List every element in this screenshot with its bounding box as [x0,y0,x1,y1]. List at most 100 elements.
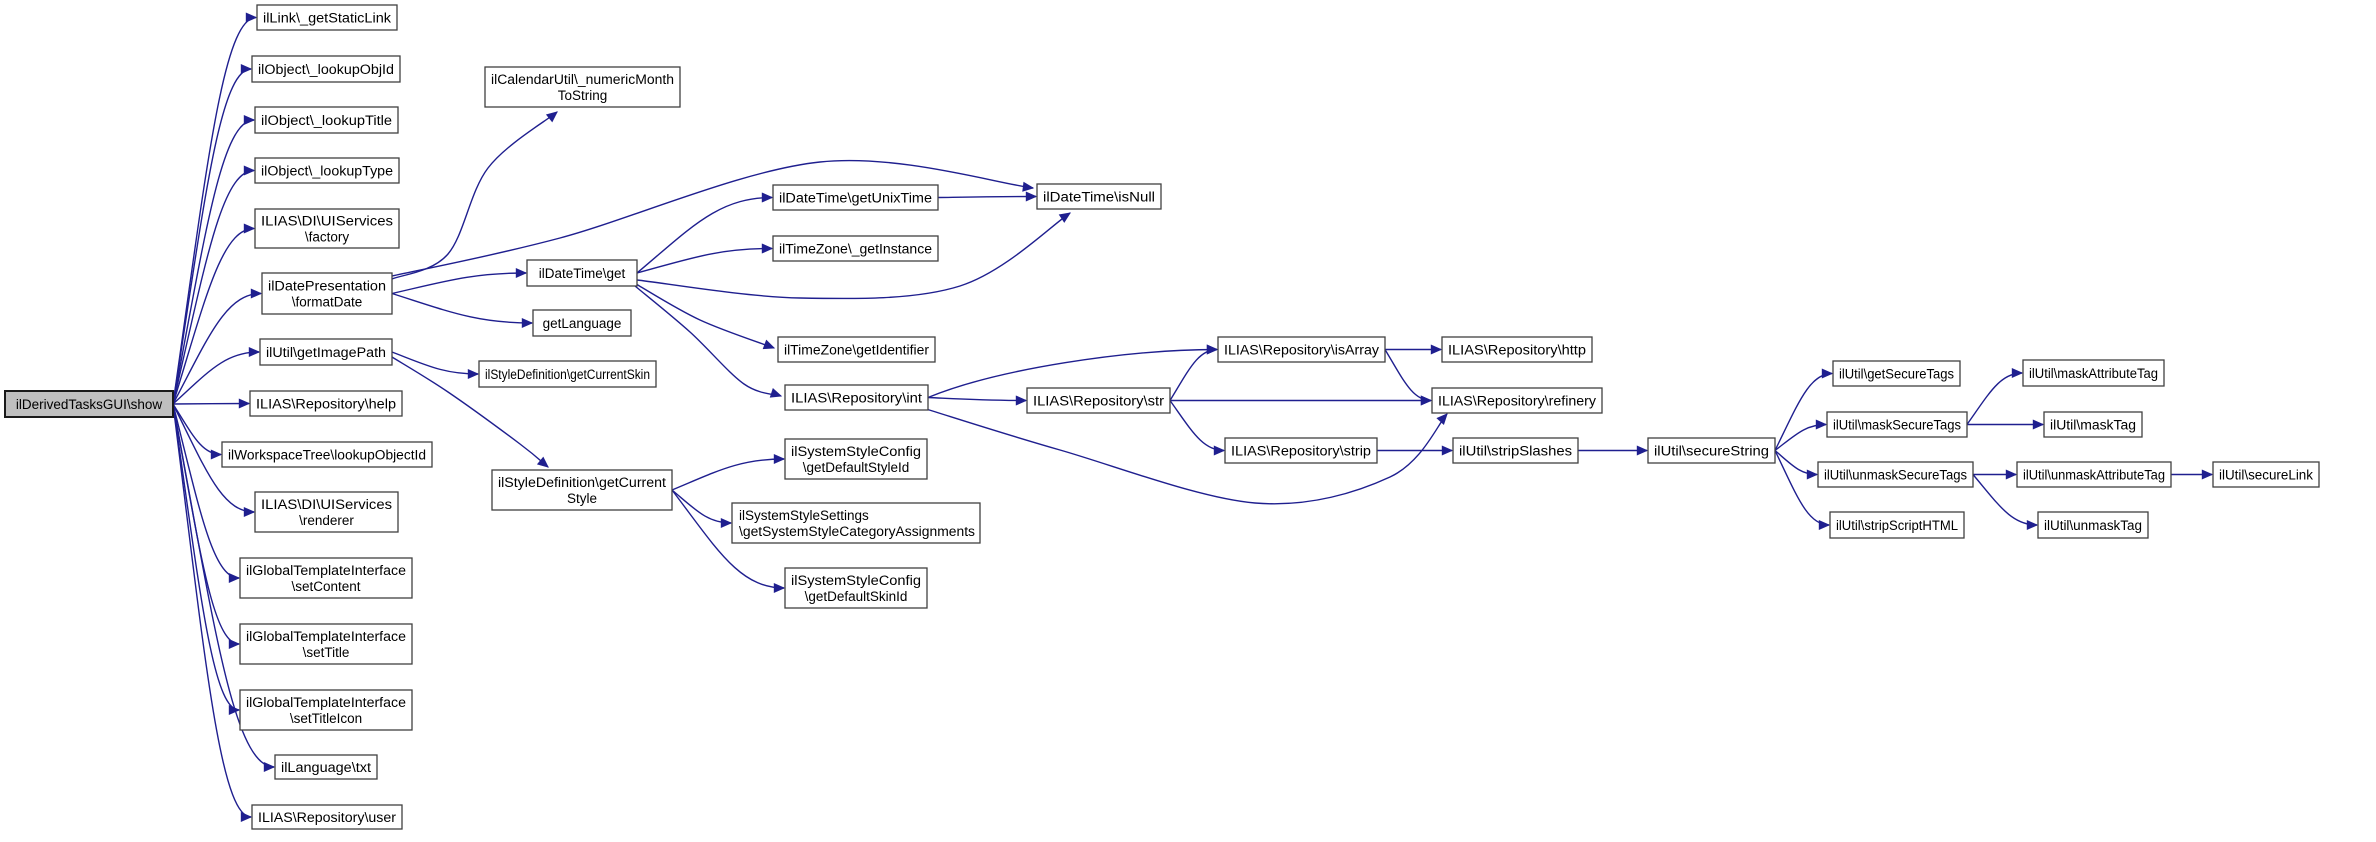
node-box[interactable] [254,208,400,249]
node-box[interactable] [274,754,378,780]
node-box[interactable] [239,689,413,731]
node-setTitleIcon[interactable]: ilGlobalTemplateInterface\setTitleIcon [239,689,413,731]
node-unmaskTag[interactable]: ilUtil\unmaskTag [2037,511,2149,539]
node-unmaskAttributeTag[interactable]: ilUtil\unmaskAttributeTag [2016,461,2172,488]
node-box[interactable] [2043,411,2143,438]
node-box[interactable] [251,55,401,83]
node-box[interactable] [731,502,981,544]
node-getDefaultStyleId[interactable]: ilSystemStyleConfig\getDefaultStyleId [784,438,928,480]
node-getUnixTime[interactable]: ilDateTime\getUnixTime [772,184,939,211]
node-box[interactable] [772,235,939,262]
node-box[interactable] [221,441,433,468]
node-box[interactable] [532,309,632,337]
node-formatDate[interactable]: ilDatePresentation\formatDate [261,272,393,315]
node-uiRenderer[interactable]: ILIAS\DI\UIServices\renderer [254,491,399,533]
node-lookupTitle[interactable]: ilObject\_lookupTitle [254,106,399,134]
node-box[interactable] [261,272,393,315]
node-lookupType[interactable]: ilObject\_lookupType [254,157,400,184]
node-box[interactable] [1452,437,1579,464]
node-box[interactable] [1217,336,1386,363]
node-dtGet[interactable]: ilDateTime\get [526,259,638,287]
node-box[interactable] [256,4,398,31]
node-box[interactable] [1431,387,1603,414]
node-box[interactable] [491,469,673,511]
node-box[interactable] [249,390,403,417]
node-sysStyleCatAssign[interactable]: ilSystemStyleSettings\getSystemStyleCate… [731,502,981,544]
node-box[interactable] [2016,461,2172,488]
node-lookupObjectId[interactable]: ilWorkspaceTree\lookupObjectId [221,441,433,468]
node-setContent[interactable]: ilGlobalTemplateInterface\setContent [239,557,413,599]
node-repoHelp[interactable]: ILIAS\Repository\help [249,390,403,417]
node-box[interactable] [1829,511,1965,539]
node-box[interactable] [1826,411,1968,438]
edge-dtGet-getUnixTime [636,192,774,274]
node-box[interactable] [254,491,399,533]
node-getCurrentSkin[interactable]: ilStyleDefinition\getCurrentSkin [478,360,657,388]
node-label: ilDatePresentation [268,278,386,293]
node-box[interactable] [1832,360,1961,387]
node-box[interactable] [251,804,403,830]
node-secureString[interactable]: ilUtil\secureString [1647,437,1776,464]
node-box[interactable] [1441,336,1593,363]
node-repoUser[interactable]: ILIAS\Repository\user [251,804,403,830]
node-box[interactable] [259,338,393,366]
node-refinery[interactable]: ILIAS\Repository\refinery [1431,387,1603,414]
node-box[interactable] [4,390,174,418]
node-unmaskSecureTags[interactable]: ilUtil\unmaskSecureTags [1817,461,1974,488]
node-box[interactable] [2022,359,2165,387]
node-label: ilObject\_lookupObjId [258,62,394,77]
node-http[interactable]: ILIAS\Repository\http [1441,336,1593,363]
node-label: ILIAS\Repository\strip [1231,443,1371,458]
node-getInstance[interactable]: ilTimeZone\_getInstance [772,235,939,262]
node-box[interactable] [2212,461,2320,488]
node-box[interactable] [239,623,413,665]
node-box[interactable] [254,106,399,134]
node-getStaticLink[interactable]: ilLink\_getStaticLink [256,4,398,31]
node-box[interactable] [1224,437,1378,464]
node-box[interactable] [478,360,657,388]
node-box[interactable] [784,438,928,480]
node-isNull[interactable]: ilDateTime\isNull [1036,183,1162,210]
node-maskTag[interactable]: ilUtil\maskTag [2043,411,2143,438]
node-getDefaultSkinId[interactable]: ilSystemStyleConfig\getDefaultSkinId [784,567,928,609]
node-box[interactable] [772,184,939,211]
node-uiFactory[interactable]: ILIAS\DI\UIServices\factory [254,208,400,249]
edge-unmaskSecureTags-unmaskTag [1972,474,2039,531]
node-box[interactable] [1647,437,1776,464]
node-box[interactable] [484,66,681,108]
node-repoStr[interactable]: ILIAS\Repository\str [1026,387,1171,414]
node-box[interactable] [1026,387,1171,414]
node-label: ILIAS\Repository\help [256,396,396,411]
edge-show-repoUser [172,403,253,822]
node-box[interactable] [1817,461,1974,488]
node-box[interactable] [784,384,929,411]
node-setTitle[interactable]: ilGlobalTemplateInterface\setTitle [239,623,413,665]
node-box[interactable] [777,336,936,363]
node-label: ilSystemStyleSettings [739,508,869,523]
node-stripSlashes[interactable]: ilUtil\stripSlashes [1452,437,1579,464]
node-txt[interactable]: ilLanguage\txt [274,754,378,780]
node-isArray[interactable]: ILIAS\Repository\isArray [1217,336,1386,363]
node-box[interactable] [526,259,638,287]
node-box[interactable] [239,557,413,599]
node-box[interactable] [1036,183,1162,210]
node-repoInt[interactable]: ILIAS\Repository\int [784,384,929,411]
node-maskAttributeTag[interactable]: ilUtil\maskAttributeTag [2022,359,2165,387]
node-box[interactable] [784,567,928,609]
node-show[interactable]: ilDerivedTasksGUI\show [4,390,174,418]
node-label: ilSystemStyleConfig [791,573,921,588]
node-label: ilUtil\unmaskSecureTags [1824,467,1967,482]
node-getIdentifier[interactable]: ilTimeZone\getIdentifier [777,336,936,363]
node-secureLink[interactable]: ilUtil\secureLink [2212,461,2320,488]
node-getSecureTags[interactable]: ilUtil\getSecureTags [1832,360,1961,387]
node-strip[interactable]: ILIAS\Repository\strip [1224,437,1378,464]
node-maskSecureTags[interactable]: ilUtil\maskSecureTags [1826,411,1968,438]
node-getImagePath[interactable]: ilUtil\getImagePath [259,338,393,366]
node-getLanguage[interactable]: getLanguage [532,309,632,337]
node-stripScriptHTML[interactable]: ilUtil\stripScriptHTML [1829,511,1965,539]
node-lookupObjId[interactable]: ilObject\_lookupObjId [251,55,401,83]
node-box[interactable] [254,157,400,184]
node-box[interactable] [2037,511,2149,539]
